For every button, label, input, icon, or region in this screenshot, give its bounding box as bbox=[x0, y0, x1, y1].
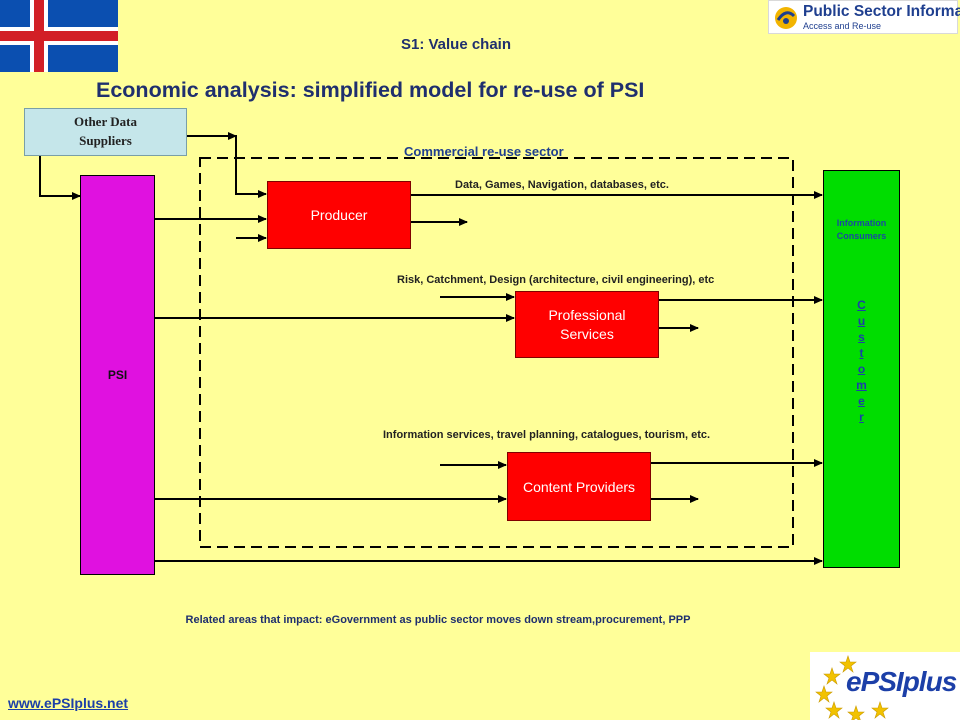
arrow-suppliers-to-producer bbox=[187, 135, 267, 198]
slide-subtitle: S1: Value chain bbox=[400, 36, 512, 53]
customer-letter: t bbox=[859, 346, 864, 361]
other-data-suppliers-box: Other Data Suppliers bbox=[24, 108, 187, 156]
other-suppliers-line2: Suppliers bbox=[79, 133, 132, 148]
epsi-prefix: ePSI bbox=[846, 666, 904, 697]
epsiplus-logo: ePSIplus bbox=[810, 652, 960, 720]
producer-label: Producer bbox=[310, 207, 368, 223]
customer-letter: e bbox=[858, 393, 865, 408]
customer-letter: C bbox=[857, 298, 866, 313]
professional-line2: Services bbox=[560, 325, 614, 342]
professional-line1: Professional bbox=[548, 306, 626, 323]
arrow-suppliers-to-psi bbox=[39, 156, 81, 200]
flow-label-data: Data, Games, Navigation, databases, etc. bbox=[455, 179, 669, 191]
psi-logo-tagline: Access and Re-use bbox=[803, 21, 882, 31]
content-providers-box: Content Providers bbox=[507, 452, 651, 521]
content-providers-label: Content Providers bbox=[522, 478, 636, 495]
customer-letter: s bbox=[858, 330, 865, 345]
epsiplus-link[interactable]: www.ePSIplus.net bbox=[8, 695, 129, 711]
consumers-label: Information Consumers bbox=[837, 217, 887, 242]
consumers-line1: Information bbox=[836, 218, 887, 228]
information-consumers-box: Information Consumers C u s t o m e r bbox=[823, 170, 900, 568]
customer-letter: o bbox=[857, 362, 866, 376]
customer-vertical-label: C u s t o m e r bbox=[856, 298, 867, 426]
psi-box: PSI bbox=[80, 175, 155, 575]
consumers-line2: Consumers bbox=[836, 230, 887, 241]
epsi-suffix: plus bbox=[902, 666, 958, 697]
producer-box: Producer bbox=[267, 181, 411, 249]
psi-logo-title: Public Sector Information bbox=[803, 3, 960, 20]
psi-logo-mark-icon bbox=[775, 7, 797, 29]
customer-letter: u bbox=[857, 314, 866, 329]
commercial-sector-boundary bbox=[199, 157, 794, 548]
related-areas-note: Related areas that impact: eGovernment a… bbox=[185, 614, 691, 626]
psi-logo: Public Sector Information Access and Re-… bbox=[768, 0, 960, 34]
professional-services-box: Professional Services bbox=[515, 291, 659, 358]
flow-label-risk: Risk, Catchment, Design (architecture, c… bbox=[397, 274, 715, 286]
epsiplus-wordmark: ePSIplus bbox=[846, 666, 958, 698]
flow-label-info: Information services, travel planning, c… bbox=[383, 429, 711, 441]
eu-stars-icon bbox=[815, 655, 889, 720]
customer-letter: r bbox=[859, 409, 864, 424]
commercial-sector-label: Commercial re-use sector bbox=[404, 144, 564, 159]
psi-label: PSI bbox=[107, 368, 128, 382]
customer-letter: m bbox=[856, 377, 867, 392]
other-suppliers-line1: Other Data bbox=[74, 114, 137, 130]
iceland-flag-icon bbox=[0, 0, 118, 72]
slide-title: Economic analysis: simplified model for … bbox=[96, 78, 645, 102]
